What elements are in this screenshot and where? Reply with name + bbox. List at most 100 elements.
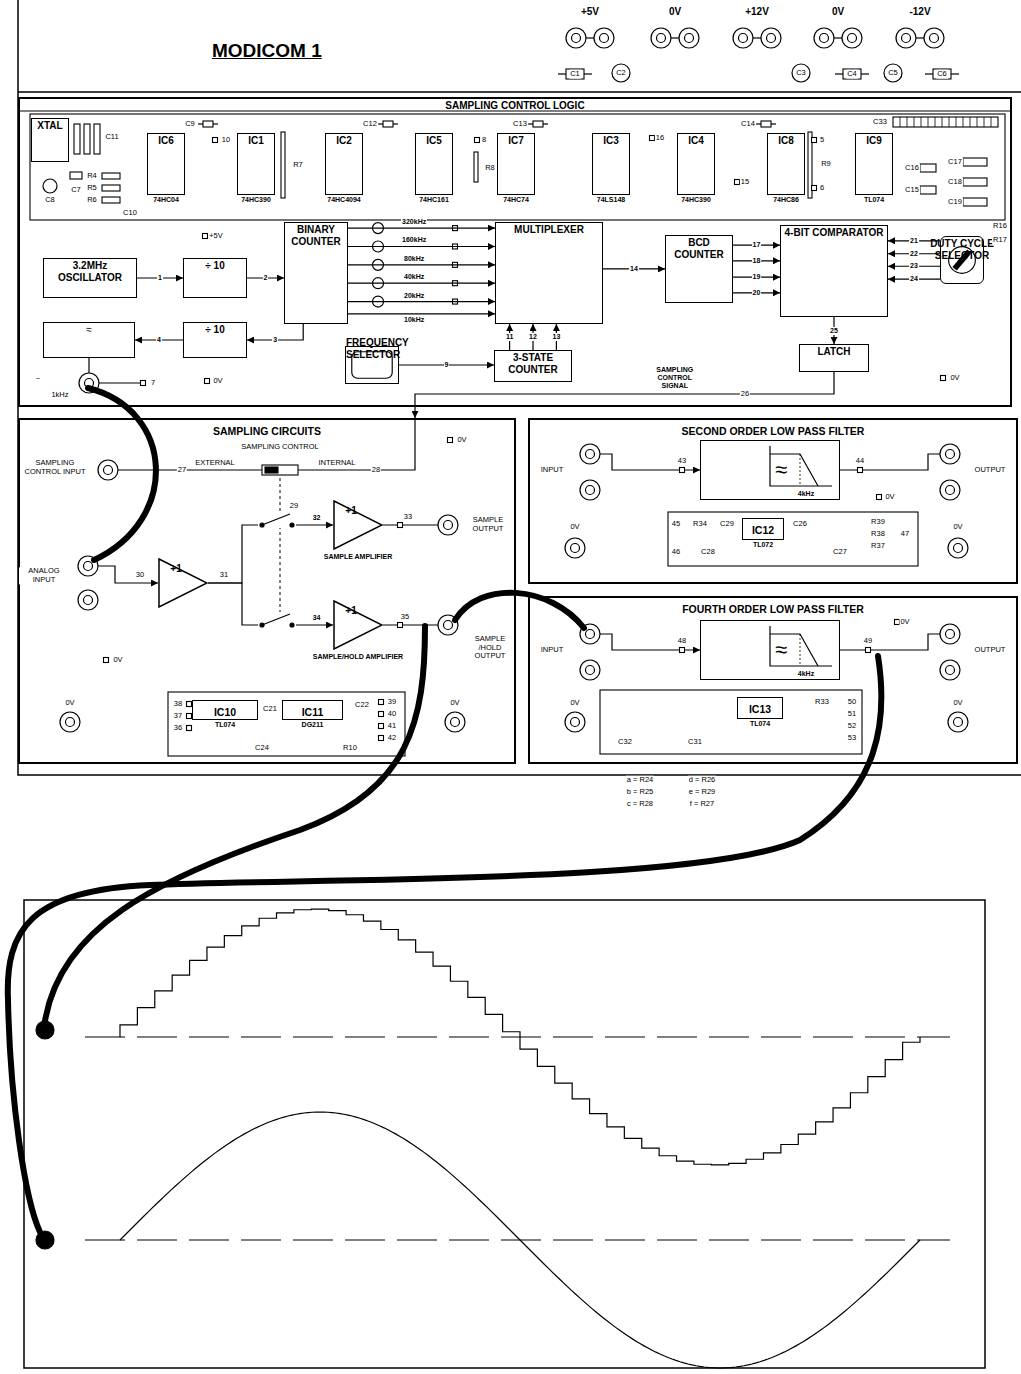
pin-pad bbox=[379, 724, 384, 729]
lead bbox=[584, 73, 592, 74]
edge-label: 23 bbox=[909, 262, 919, 270]
terminal-socket bbox=[84, 562, 93, 571]
block-caption: TL074 bbox=[864, 196, 884, 204]
component-label: c = R28 bbox=[626, 800, 654, 809]
terminal-link bbox=[753, 37, 761, 38]
component-label: 0V bbox=[112, 656, 123, 665]
edge-label: 32 bbox=[312, 514, 322, 522]
pin-pad bbox=[735, 180, 740, 185]
pin-pad bbox=[398, 523, 403, 528]
edge-label: 24 bbox=[909, 275, 919, 283]
switch-gap bbox=[258, 612, 296, 628]
component-label: 0V bbox=[884, 493, 895, 502]
block-text: IC9 bbox=[856, 135, 892, 147]
terminal-socket bbox=[445, 712, 465, 732]
block-caption: SAMPLE/HOLD AMPLIFIER bbox=[313, 653, 403, 661]
capacitor-symbol bbox=[884, 64, 902, 82]
terminal-socket bbox=[657, 34, 666, 43]
terminal-socket bbox=[948, 712, 968, 732]
edge-label: 40kHz bbox=[403, 273, 425, 281]
terminal-socket bbox=[946, 450, 955, 459]
ic-chip: IC774HC74 bbox=[497, 133, 535, 195]
component-label: C24 bbox=[254, 744, 270, 753]
component-label: 0V bbox=[569, 699, 580, 708]
component-label: R10 bbox=[342, 744, 358, 753]
block-text: IC13 bbox=[738, 703, 782, 715]
board-title: MODICOM 1 bbox=[212, 40, 322, 62]
component-label: ANALOG INPUT bbox=[19, 567, 69, 584]
block-caption: SAMPLE AMPLIFIER bbox=[324, 553, 393, 561]
terminal-socket bbox=[438, 515, 458, 535]
component-label: C27 bbox=[832, 548, 848, 557]
wire bbox=[840, 634, 940, 650]
function-block: 3.2MHz OSCILLATOR bbox=[43, 258, 137, 298]
terminal-socket bbox=[761, 28, 781, 48]
lead bbox=[861, 73, 869, 74]
component-label: 0V bbox=[456, 436, 467, 445]
terminal-socket bbox=[566, 28, 586, 48]
component-label: INTERNAL bbox=[317, 459, 356, 468]
resistor-network bbox=[984, 117, 985, 127]
edge-label: 9 bbox=[444, 361, 450, 369]
block-text: IC12 bbox=[743, 524, 783, 536]
component-label: 1kHz bbox=[50, 391, 69, 400]
terminal-socket bbox=[444, 521, 453, 530]
component-label: C6 bbox=[936, 70, 948, 79]
block-text: LATCH bbox=[800, 346, 868, 358]
component-label: 51 bbox=[847, 710, 857, 719]
circuit-panel: SAMPLING CONTROL LOGICXTALIC674HC04IC174… bbox=[18, 97, 1012, 407]
component-label: 36 bbox=[173, 724, 183, 733]
component-label: 5 bbox=[819, 136, 825, 145]
component-label: R17 bbox=[992, 236, 1008, 245]
resistor-network bbox=[928, 117, 929, 127]
slide-switch bbox=[262, 465, 298, 475]
terminal-socket bbox=[940, 660, 960, 680]
pin-pad bbox=[379, 700, 384, 705]
resistor-network bbox=[970, 117, 971, 127]
edge-label: 160kHz bbox=[401, 236, 427, 244]
component-label: 16 bbox=[655, 134, 665, 143]
resistor-network bbox=[956, 117, 957, 127]
terminal-socket bbox=[586, 630, 595, 639]
component-label: C7 bbox=[70, 186, 82, 195]
component-label: -12V bbox=[908, 6, 931, 18]
component-label: C28 bbox=[700, 548, 716, 557]
terminal-socket bbox=[586, 666, 595, 675]
component-label: C8 bbox=[44, 196, 56, 205]
terminal-socket bbox=[954, 718, 963, 727]
block-caption: 74HC04 bbox=[153, 196, 179, 204]
capacitor-symbol bbox=[792, 64, 810, 82]
block-text: ≈ bbox=[44, 324, 134, 336]
component-label: R37 bbox=[870, 542, 886, 551]
component-label: b = R25 bbox=[626, 788, 654, 797]
patch-cable bbox=[45, 626, 425, 1021]
signal-connector bbox=[208, 525, 333, 583]
function-block: BCD COUNTER bbox=[665, 235, 733, 303]
terminal-socket bbox=[685, 34, 694, 43]
switch-contact bbox=[290, 623, 294, 627]
component-label: R34 bbox=[692, 520, 708, 529]
terminal-socket bbox=[580, 660, 600, 680]
capacitor-symbol bbox=[963, 198, 987, 206]
patch-cable bbox=[88, 388, 156, 560]
buffer-amplifier: +1SAMPLE AMPLIFIER bbox=[333, 500, 383, 550]
patch-cable bbox=[8, 656, 882, 1232]
cutoff-marker bbox=[800, 454, 801, 486]
wire bbox=[99, 382, 141, 383]
terminal-socket bbox=[679, 28, 699, 48]
terminal-socket bbox=[60, 712, 80, 732]
edge-label: 320kHz bbox=[401, 218, 427, 226]
ic-chip: IC374LS148 bbox=[592, 133, 630, 195]
ic-chip: IC574HC161 bbox=[415, 133, 453, 195]
edge-label: SAMPLING CONTROL SIGNAL bbox=[643, 366, 707, 390]
component-label: R38 bbox=[870, 530, 886, 539]
signal-connector bbox=[348, 301, 495, 302]
signal-connector bbox=[348, 283, 495, 284]
component-label: OUTPUT bbox=[974, 646, 1007, 655]
pin-pad bbox=[650, 136, 655, 141]
block-caption: TL074 bbox=[215, 721, 235, 729]
component-label: R8 bbox=[484, 164, 496, 173]
triangle-outline bbox=[159, 559, 207, 607]
